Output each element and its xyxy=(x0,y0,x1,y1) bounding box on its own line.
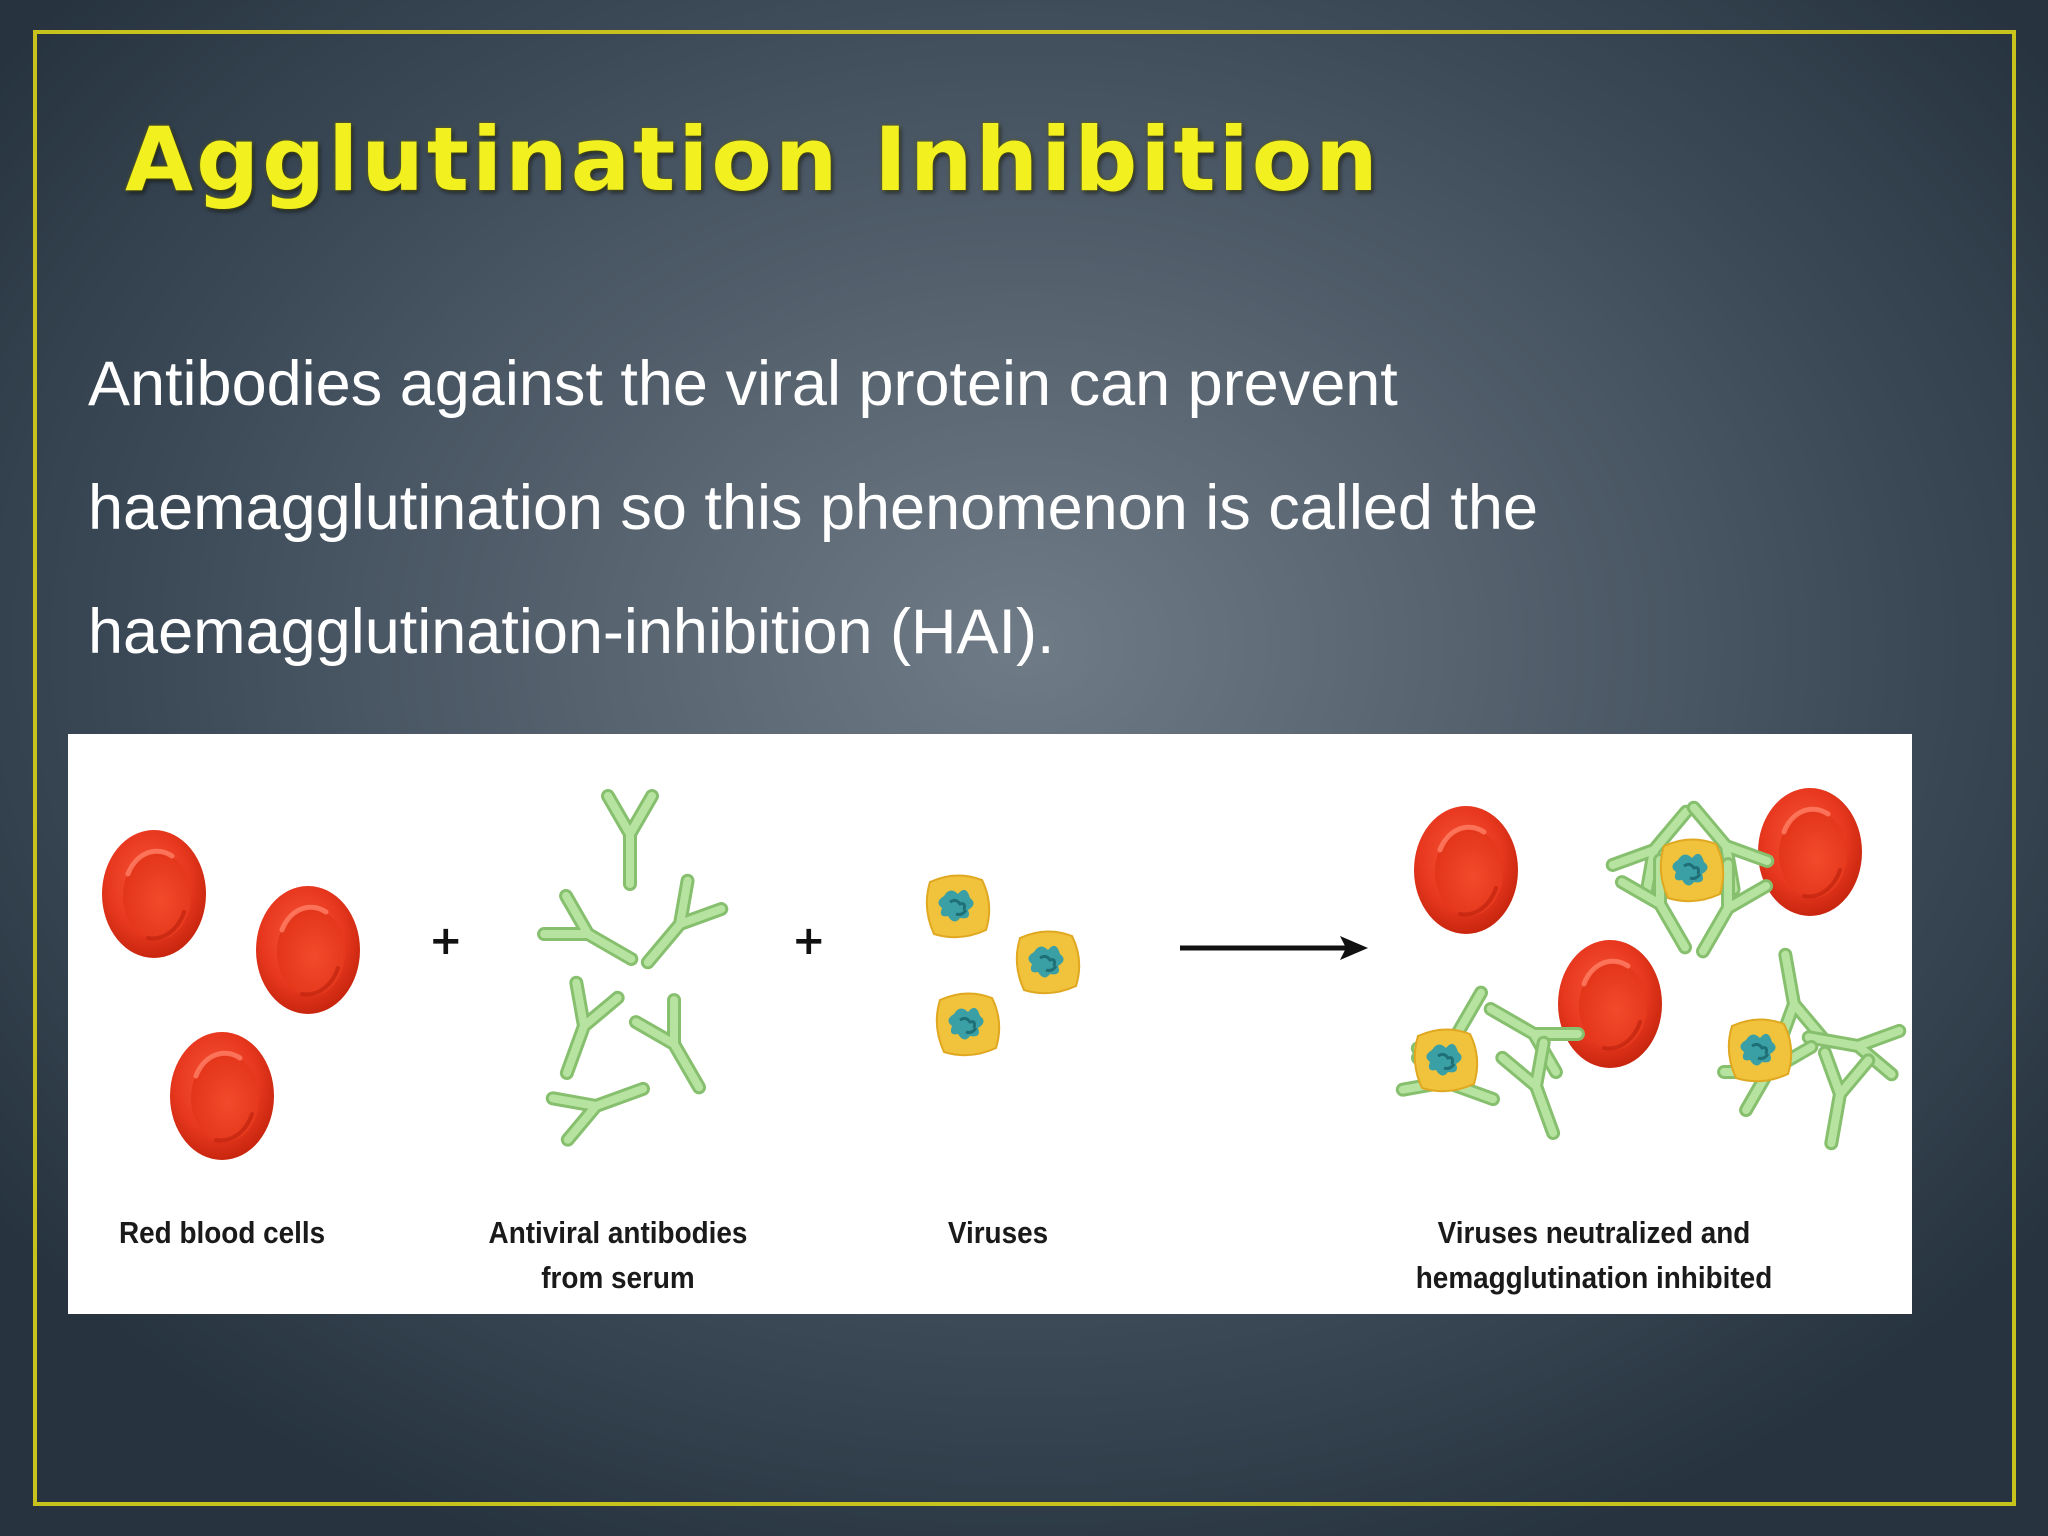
antibody-icon xyxy=(1810,1053,1869,1147)
red-blood-cell-icon xyxy=(1414,806,1518,934)
label-antiviral-antibodies: Antiviral antibodies from serum xyxy=(483,1210,753,1300)
neutralized-virus-cluster-left xyxy=(1403,982,1578,1141)
body-line-1: Antibodies against the viral protein can… xyxy=(88,349,1398,419)
label-viruses-text: Viruses xyxy=(947,1215,1049,1250)
diagram-panel: + + Red blood cells Antiviral antibodies… xyxy=(68,734,1912,1314)
label-antibodies-line-2: from serum xyxy=(541,1260,695,1295)
antibody-icon xyxy=(1502,1043,1573,1141)
antibody-icon xyxy=(546,983,617,1081)
label-result: Viruses neutralized and hemagglutination… xyxy=(1405,1210,1783,1300)
neutralized-virus-cluster-right xyxy=(1724,951,1899,1147)
virus-icon xyxy=(935,991,1001,1057)
slide-frame xyxy=(33,30,2016,1506)
neutralized-virus-cluster-top xyxy=(1613,794,1768,963)
body-paragraph: Antibodies against the viral protein can… xyxy=(88,322,1908,694)
label-viruses: Viruses xyxy=(935,1210,1061,1255)
red-blood-cell-icon xyxy=(1558,940,1662,1068)
antibody-icon xyxy=(608,796,652,884)
antibody-icon xyxy=(544,896,642,978)
label-red-blood-cells: Red blood cells xyxy=(119,1210,326,1255)
label-red-blood-cells-text: Red blood cells xyxy=(119,1215,326,1250)
virus-icon xyxy=(1015,929,1081,995)
virus-icon xyxy=(925,873,991,939)
hai-diagram xyxy=(68,734,1912,1314)
virus-icon xyxy=(1659,837,1725,903)
antibody-icon xyxy=(636,1000,718,1098)
virus-icon xyxy=(1413,1027,1479,1093)
plus-operator-1: + xyxy=(429,918,463,964)
plus-operator-2: + xyxy=(792,918,826,964)
slide-title: Agglutination Inhibition xyxy=(125,108,1381,211)
virus-icon xyxy=(1727,1017,1793,1083)
body-line-2: haemagglutination so this phenomenon is … xyxy=(88,473,1538,543)
red-blood-cell-icon xyxy=(1758,788,1862,916)
red-blood-cell-icon xyxy=(256,886,360,1014)
red-blood-cell-icon xyxy=(102,830,206,958)
label-result-line-2: hemagglutination inhibited xyxy=(1415,1260,1773,1295)
label-antibodies-line-1: Antiviral antibodies xyxy=(488,1215,748,1250)
antibody-icon xyxy=(631,881,721,977)
arrow-icon xyxy=(1180,936,1368,960)
body-line-3: haemagglutination-inhibition (HAI). xyxy=(88,597,1055,667)
label-result-line-1: Viruses neutralized and xyxy=(1437,1215,1751,1250)
red-blood-cell-icon xyxy=(170,1032,274,1160)
